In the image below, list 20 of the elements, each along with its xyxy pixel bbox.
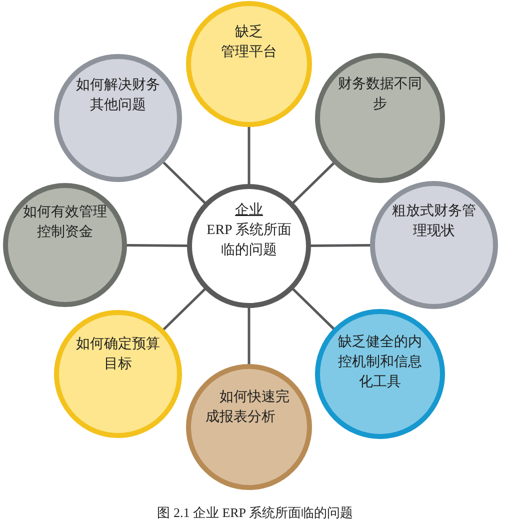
connector-line — [248, 126, 250, 185]
circle-label: 如何有效管理控制资金 — [22, 204, 108, 242]
circle-label: 财务数据不同步 — [337, 76, 423, 114]
circle-label: 粗放式财务管理现状 — [391, 202, 477, 241]
figure-caption: 图 2.1 企业 ERP 系统所面临的问题 — [157, 504, 353, 522]
connector-line — [292, 288, 336, 330]
connector-line — [248, 307, 250, 365]
connector-line — [126, 244, 188, 247]
circle-label: ERP 系统所面临的问题 — [206, 221, 292, 260]
circle-label: 企业 — [234, 202, 264, 220]
circle-label: 缺乏健全的内控机制和信息化工具 — [337, 334, 423, 392]
connector-line — [162, 288, 206, 331]
circle-label: 如何确定预算目标 — [75, 335, 161, 374]
circle-label: 如何解决财务其他问题 — [75, 76, 161, 115]
circle-label: 缺乏 — [234, 24, 264, 42]
circle-label: 如何快速完成报表分析 — [206, 388, 290, 427]
connector-line — [292, 162, 336, 204]
circle-label: 管理平台 — [220, 44, 278, 62]
connector-line — [162, 161, 206, 204]
connector-line — [310, 244, 371, 247]
